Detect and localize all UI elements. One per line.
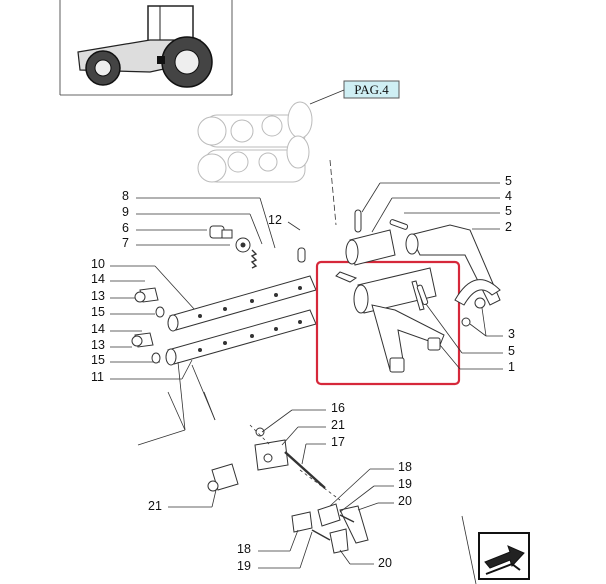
axis-lines (137, 361, 216, 446)
callout-15-a: 15 (91, 305, 105, 319)
detent-parts (209, 225, 306, 269)
callout-5-c: 5 (508, 344, 515, 358)
callout-20-a: 20 (398, 494, 412, 508)
callout-18-a: 18 (398, 460, 412, 474)
linkage-bracket-center (207, 424, 369, 554)
callout-17: 17 (331, 435, 345, 449)
callout-11: 11 (91, 370, 104, 384)
callout-13-a: 13 (91, 289, 105, 303)
callout-6: 6 (122, 221, 129, 235)
callout-4: 4 (505, 189, 512, 203)
callout-10: 10 (91, 257, 105, 271)
tractor-thumbnail[interactable] (59, 0, 233, 96)
callout-14-b: 14 (91, 322, 105, 336)
shift-fork-selected (335, 267, 445, 373)
callout-21-a: 21 (331, 418, 345, 432)
frame-corner-line (461, 515, 477, 584)
callout-group-lower: 16 21 17 21 18 19 20 18 19 20 (148, 401, 412, 573)
next-page-arrow-icon[interactable] (478, 532, 530, 580)
page-reference-box[interactable]: PAG.4 (309, 80, 400, 105)
callout-5-b: 5 (505, 204, 512, 218)
callout-14-a: 14 (91, 272, 105, 286)
callout-8: 8 (122, 189, 129, 203)
callout-21-b: 21 (148, 499, 162, 513)
rod-end-pins (131, 287, 165, 364)
callout-2: 2 (505, 220, 512, 234)
callout-18-b: 18 (237, 542, 251, 556)
page-reference-label: PAG.4 (354, 82, 389, 97)
ghost-gear-assembly (197, 101, 337, 226)
callout-19-b: 19 (237, 559, 251, 573)
callout-19-a: 19 (398, 477, 412, 491)
callout-20-b: 20 (378, 556, 392, 570)
callout-5-a: 5 (505, 174, 512, 188)
selected-part-highlight[interactable] (315, 260, 461, 386)
callout-9: 9 (122, 205, 129, 219)
callout-16: 16 (331, 401, 345, 415)
callout-group-left: 8 9 6 7 12 10 14 13 15 14 13 15 11 (91, 189, 301, 384)
callout-group-right: 5 4 5 2 3 5 1 (361, 174, 515, 374)
callout-12: 12 (268, 213, 282, 227)
shift-fork-upper (345, 209, 501, 327)
callout-3: 3 (508, 327, 515, 341)
callout-7: 7 (122, 236, 129, 250)
callout-1: 1 (508, 360, 515, 374)
callout-15-b: 15 (91, 353, 105, 367)
callout-13-b: 13 (91, 338, 105, 352)
